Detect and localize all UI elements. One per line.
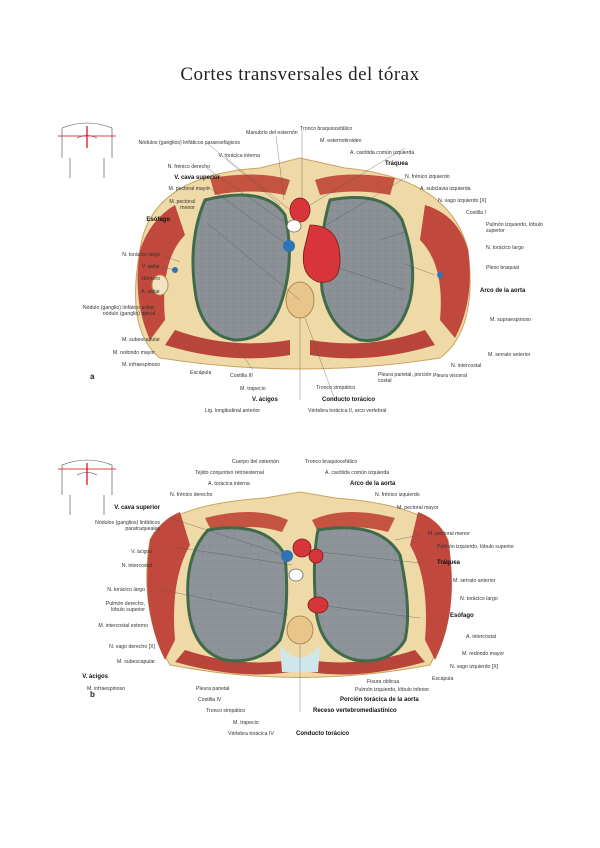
label-a-left-3: V. cava superior bbox=[174, 175, 220, 181]
label-a-left-1: V. torácica interna bbox=[218, 153, 260, 159]
label-a-left-0: Nódulos (ganglios) linfáticos paraesofág… bbox=[138, 140, 240, 146]
label-b-bottom-5: Conducto torácico bbox=[296, 731, 350, 737]
label-a-left-11: Nódulo (ganglio) linfático axilar, nódul… bbox=[82, 305, 155, 317]
label-a-bottom-0: Escápula bbox=[190, 370, 212, 376]
label-a-right-6: Pulmón izquierdo, lóbulo superior bbox=[486, 222, 543, 234]
label-b-left-7: N. vago derecho [X] bbox=[109, 644, 155, 650]
label-a-top-0: Manubrio del esternón bbox=[246, 130, 298, 136]
label-b-right-0: M. pectoral menor bbox=[428, 531, 470, 537]
panel-letter-a: a bbox=[90, 372, 95, 381]
label-a-left-13: M. redondo mayor bbox=[112, 350, 155, 356]
label-b-left-9: V. ácigos bbox=[82, 674, 108, 680]
label-b-top-6: N. frénico derecho bbox=[170, 492, 213, 498]
label-a-bottom-8: Vértebra torácica II, arco vertebral bbox=[308, 408, 387, 414]
label-b-bottom-3: M. trapecio bbox=[233, 720, 259, 726]
label-b-left-1: Nódulos (ganglios) linfáticos paratraque… bbox=[95, 520, 160, 532]
label-a-top-1: Tronco braquiocefálico bbox=[300, 126, 353, 132]
label-b-left-2: V. ácigos bbox=[131, 549, 152, 555]
label-b-bottom-0: Pleura parietal bbox=[196, 686, 230, 692]
label-b-left-8: M. subescapular bbox=[116, 659, 155, 665]
label-b-right-9: Escápula bbox=[432, 676, 454, 682]
label-a-right-7: N. torácico largo bbox=[486, 245, 524, 251]
label-b-right-8: N. vago izquierdo [X] bbox=[450, 664, 499, 670]
label-a-left-5: M. pectoral menor bbox=[169, 199, 195, 211]
label-b-top-3: A. carótida común izquierda bbox=[325, 470, 390, 476]
label-a-left-9: Húmero bbox=[141, 276, 160, 282]
label-b-bottom-7: Porción torácica de la aorta bbox=[340, 697, 419, 703]
label-a-right-2: N. frénico izquierdo bbox=[405, 174, 450, 180]
label-a-right-8: Plexo braquial bbox=[486, 265, 519, 271]
label-b-right-3: M. serrato anterior bbox=[453, 578, 496, 584]
label-a-bottom-2: M. trapecio bbox=[240, 386, 266, 392]
label-a-right-0: A. carótida común izquierda bbox=[350, 150, 415, 156]
label-a-left-4: M. pectoral mayor bbox=[168, 186, 210, 192]
label-b-bottom-4: Vértebra torácica IV bbox=[228, 731, 274, 737]
label-a-right-1: Tráquea bbox=[385, 161, 409, 167]
label-a-bottom-3: V. ácigos bbox=[252, 397, 278, 403]
label-a-right-9: Arco de la aorta bbox=[480, 288, 526, 294]
label-a-right-10: M. supraespinoso bbox=[490, 317, 531, 323]
label-b-right-5: Esófago bbox=[450, 613, 474, 619]
label-b-top-0: Cuerpo del esternón bbox=[232, 459, 280, 465]
label-b-top-1: Tronco braquiocefálico bbox=[305, 459, 358, 465]
label-b-top-2: Tejido conjuntivo retroesternal bbox=[195, 470, 264, 476]
panel-letter-b: b bbox=[90, 690, 95, 699]
label-a-left-14: M. infraespinoso bbox=[121, 362, 160, 368]
label-b-top-4: A. torácica interna bbox=[208, 481, 250, 487]
label-a-bottom-5: Tronco simpático bbox=[316, 385, 356, 391]
label-a-right-12: N. intercostal bbox=[451, 363, 482, 369]
label-b-right-7: M. redondo mayor bbox=[462, 651, 505, 657]
label-a-right-4: N. vago izquierdo [X] bbox=[438, 198, 487, 204]
label-a-bottom-6: Pleura parietal, porción costal bbox=[378, 372, 432, 384]
label-a-top-2: M. esternotiroideo bbox=[320, 138, 362, 144]
label-b-left-10: M. infraespinoso bbox=[86, 686, 125, 692]
label-a-left-2: N. frénico derecho bbox=[167, 164, 210, 170]
label-b-left-6: M. intercostal externo bbox=[98, 623, 148, 629]
label-a-left-12: M. subescapular bbox=[121, 337, 160, 343]
label-a-left-7: N. torácico largo bbox=[122, 252, 160, 258]
label-a-left-8: V. axilar bbox=[141, 264, 160, 270]
label-b-right-4: N. torácico largo bbox=[460, 596, 498, 602]
label-b-left-3: N. intercostal bbox=[121, 563, 152, 569]
label-b-top-5: Arco de la aorta bbox=[350, 481, 396, 487]
label-b-top-8: M. pectoral mayor bbox=[397, 505, 439, 511]
label-a-right-3: A. subclavia izquierda bbox=[420, 186, 471, 192]
label-b-bottom-8: Pulmón izquierdo, lóbulo inferior bbox=[355, 687, 430, 693]
label-b-right-1: Pulmón izquierdo, lóbulo superior bbox=[437, 544, 514, 550]
label-b-right-2: Tráquea bbox=[437, 560, 461, 566]
label-a-bottom-7: Conducto torácico bbox=[322, 397, 376, 403]
page-title: Cortes transversales del tórax bbox=[180, 64, 420, 85]
label-b-bottom-2: Tronco simpático bbox=[206, 708, 246, 714]
label-a-bottom-4: Lig. longitudinal anterior bbox=[205, 408, 261, 414]
label-a-right-11: M. serrato anterior bbox=[488, 352, 531, 358]
label-a-right-5: Costilla I bbox=[466, 210, 486, 216]
label-a-right-13: Pleura visceral bbox=[433, 373, 468, 379]
label-a-left-10: A. axilar bbox=[141, 289, 160, 295]
label-b-top-7: N. frénico izquierdo bbox=[375, 492, 420, 498]
label-a-left-6: Esófago bbox=[146, 217, 170, 223]
label-b-bottom-6: Receso vertebromediastínico bbox=[313, 708, 397, 714]
label-b-right-6: A. intercostal bbox=[466, 634, 496, 640]
label-b-bottom-1: Costilla IV bbox=[198, 697, 222, 703]
label-b-left-4: N. torácico largo bbox=[107, 587, 145, 593]
label-b-bottom-9: Fisura oblicua bbox=[367, 679, 400, 685]
label-b-left-5: Pulmón derecho, lóbulo superior bbox=[105, 601, 145, 613]
label-a-bottom-1: Costilla III bbox=[230, 373, 253, 379]
label-b-left-0: V. cava superior bbox=[114, 505, 160, 511]
